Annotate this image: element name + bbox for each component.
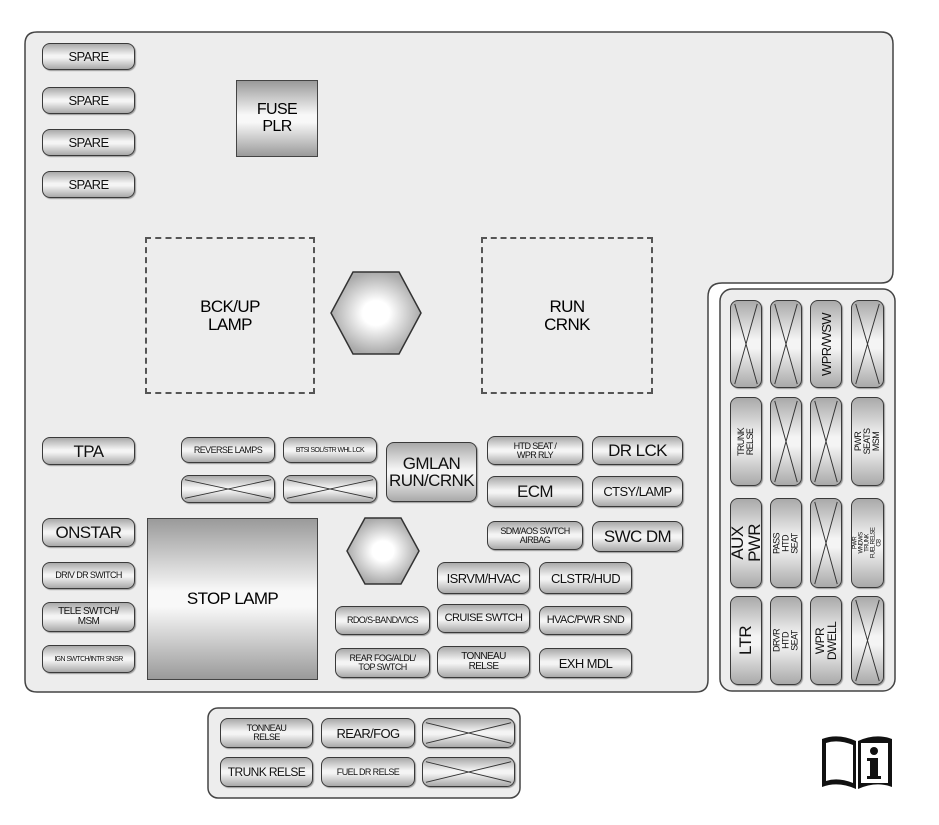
fuse-pwr-wndws-trunk-fuel-relse-cb: PWR WNDWS TRUNK FUEL RELSE CB (851, 498, 884, 588)
fuse-label: RDO/S-BAND/VICS (346, 615, 419, 625)
empty-fuse-slot (810, 498, 842, 588)
fuse-hvac-pwr-snd: HVAC/PWR SND (539, 606, 632, 635)
fuse-label: WPR/WSW (818, 312, 834, 376)
fuse-wpr-wsw: WPR/WSW (810, 300, 842, 388)
relay-run-crnk: RUN CRNK (481, 237, 653, 394)
fuse-fuel-dr-relse: FUEL DR RELSE (321, 757, 415, 787)
fuse-label: PWR WNDWS TRUNK FUEL RELSE CB (852, 527, 883, 559)
fuse-label: TELE SWTCH/ MSM (58, 606, 119, 627)
fuse-btsi: BTSI SOL/STR WHL LCK (283, 437, 377, 463)
fuse-onstar: ONSTAR (42, 518, 135, 547)
fuse-label: REAR/FOG (336, 725, 400, 741)
fuse-label: SWC DM (603, 527, 672, 546)
fuse-label: CRUISE SWTCH (444, 612, 523, 624)
fuse-clstr-hud: CLSTR/HUD (539, 562, 632, 594)
hex-stud-icon (346, 517, 420, 585)
empty-fuse-slot (730, 300, 762, 388)
empty-fuse-slot (181, 475, 275, 503)
fuse-label: PWR SEATS MSM (853, 428, 881, 455)
fuse-label: CLSTR/HUD (551, 570, 621, 586)
empty-fuse-slot (851, 596, 884, 685)
fuse-spare-2: SPARE (42, 87, 135, 114)
fuse-ctsy-lamp: CTSY/LAMP (592, 476, 683, 507)
fuse-label: GMLAN RUN/CRNK (389, 454, 475, 490)
fuse-spare-4: SPARE (42, 171, 135, 198)
fuse-label: FUEL DR RELSE (336, 766, 400, 777)
empty-fuse-slot (810, 397, 842, 486)
fuse-exh-mdl: EXH MDL (539, 648, 632, 678)
fuse-swc-dm: SWC DM (592, 521, 683, 552)
fuse-gmlan-run-crnk: GMLAN RUN/CRNK (386, 442, 477, 502)
fuse-puller: FUSE PLR (236, 80, 318, 157)
fuse-drvr-htd-seat: DRVR HTD SEAT (770, 596, 802, 685)
fuse-label: IGN SWTCH/INTR SNSR (54, 655, 123, 663)
fuse-label: DRVR HTD SEAT (771, 629, 800, 652)
fuse-pwr-seats-msm: PWR SEATS MSM (851, 397, 884, 486)
fuse-label: REVERSE LAMPS (193, 444, 263, 455)
fuse-label: DR LCK (608, 441, 667, 460)
fuse-reverse-lamps: REVERSE LAMPS (181, 437, 275, 463)
fuse-label: EXH MDL (558, 655, 613, 671)
fuse-ltr: LTR (730, 596, 762, 685)
fuse-label: DRIV DR SWITCH (55, 570, 122, 580)
empty-fuse-slot (851, 300, 884, 388)
fuse-label: TONNEAU RELSE (461, 651, 506, 672)
fuse-rdo-sband-vics: RDO/S-BAND/VICS (335, 606, 430, 635)
fuse-ecm: ECM (487, 476, 583, 507)
fuse-spare-3: SPARE (42, 129, 135, 156)
fuse-trunk-relse-bottom: TRUNK RELSE (220, 757, 313, 787)
fuse-label: REAR FOG/ALDL/ TOP SWTCH (349, 653, 416, 672)
fuse-isrvm-hvac: ISRVM/HVAC (437, 562, 530, 594)
fuse-label: ISRVM/HVAC (446, 570, 521, 586)
fuse-pass-htd-seat: PASS HTD SEAT (770, 498, 802, 588)
fuse-label: CTSY/LAMP (603, 484, 672, 499)
relay-bckup-lamp: BCK/UP LAMP (145, 237, 315, 394)
fuse-label: AUX PWR (728, 524, 765, 562)
fuse-label: SPARE (68, 177, 109, 192)
fuse-driv-dr-switch: DRIV DR SWITCH (42, 562, 135, 589)
fuse-rear-fog-aldl: REAR FOG/ALDL/ TOP SWTCH (335, 648, 430, 678)
fuse-label: SPARE (68, 93, 109, 108)
fuse-htd-seat-wpr-rly: HTD SEAT / WPR RLY (487, 436, 583, 465)
empty-fuse-slot (422, 718, 515, 748)
fuse-rear-fog: REAR/FOG (321, 718, 415, 748)
hex-stud-icon (330, 271, 422, 355)
fuse-tonneau-relse-bottom: TONNEAU RELSE (220, 718, 313, 748)
fuse-label: ECM (517, 482, 554, 501)
fuse-trunk-relse: TRUNK RELSE (730, 397, 762, 486)
fuse-label: HVAC/PWR SND (546, 614, 625, 626)
relay-stop-lamp: STOP LAMP (147, 518, 318, 680)
fuse-label: SDM/AOS SWTCH AIRBAG (500, 525, 570, 545)
fuse-label: SPARE (68, 49, 109, 64)
empty-fuse-slot (422, 757, 515, 787)
fuse-tpa: TPA (42, 437, 135, 465)
fuse-label: HTD SEAT / WPR RLY (513, 440, 557, 460)
fuse-label: TPA (73, 441, 104, 461)
fuse-label: TRUNK RELSE (736, 427, 755, 456)
fuse-label: PASS HTD SEAT (771, 532, 800, 554)
fuse-label: BTSI SOL/STR WHL LCK (295, 446, 365, 454)
fuse-aux-pwr: AUX PWR (728, 498, 765, 588)
fuse-ign-swtch: IGN SWTCH/INTR SNSR (42, 645, 135, 673)
fuse-dr-lck: DR LCK (592, 436, 683, 465)
fuse-wpr-dwell: WPR DWELL (810, 596, 842, 685)
empty-fuse-slot (283, 475, 377, 503)
fuse-cruise-swtch: CRUISE SWTCH (437, 604, 530, 633)
fuse-label: WPR DWELL (813, 621, 839, 660)
fuse-label: LTR (736, 625, 756, 656)
fuse-sdm-airbag: SDM/AOS SWTCH AIRBAG (487, 521, 583, 550)
empty-fuse-slot (770, 397, 802, 486)
fuse-tonneau-relse: TONNEAU RELSE (437, 646, 530, 678)
fuse-label: TRUNK RELSE (227, 765, 306, 779)
empty-fuse-slot (770, 300, 802, 388)
fuse-label: ONSTAR (55, 523, 123, 542)
fuse-label: TONNEAU RELSE (246, 723, 287, 742)
fuse-label: SPARE (68, 135, 109, 150)
owner-manual-info-icon (822, 736, 892, 789)
fuse-tele-swtch-msm: TELE SWTCH/ MSM (42, 602, 135, 632)
fuse-spare-1: SPARE (42, 43, 135, 70)
